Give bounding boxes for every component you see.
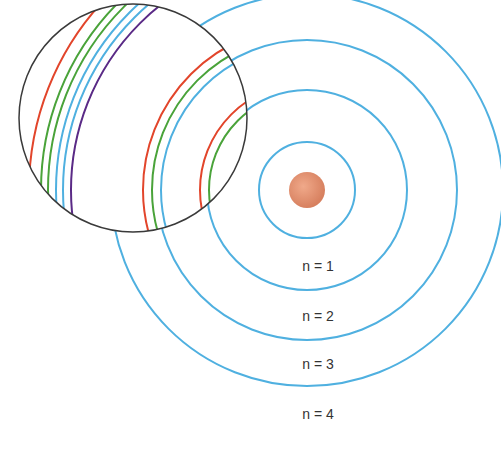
spectral-line (56, 0, 501, 441)
orbit-label: n = 4 (299, 406, 337, 422)
spectral-line (200, 83, 414, 297)
spectral-line (152, 35, 462, 345)
orbit-ring (207, 90, 407, 290)
spectral-line (41, 0, 501, 453)
spectral-line (48, 0, 501, 449)
spectral-line (209, 92, 405, 288)
lens-ground (19, 4, 247, 232)
orbit-ring (259, 142, 355, 238)
spectral-line (161, 44, 453, 336)
spectral-line (71, 0, 501, 426)
orbit-label: n = 3 (299, 356, 337, 372)
spectral-line (245, 128, 369, 252)
spectral-line (63, 0, 501, 434)
nucleus (289, 172, 325, 208)
magnifier-lens (19, 4, 247, 232)
orbit-label: n = 1 (299, 258, 337, 274)
spectral-line (143, 26, 471, 354)
orbit-label: n = 2 (299, 308, 337, 324)
